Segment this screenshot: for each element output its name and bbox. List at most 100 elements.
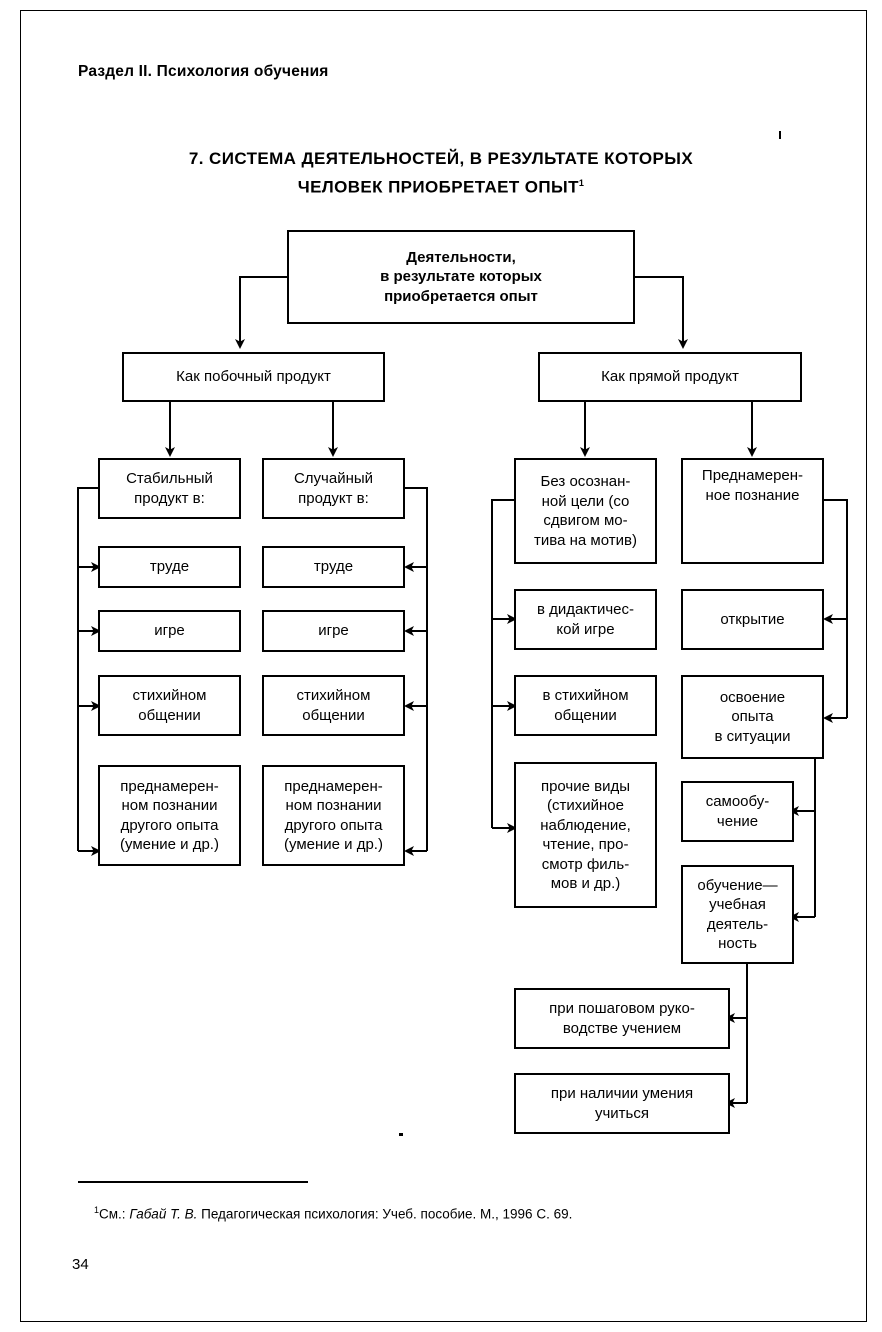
line-1: освоение [719,688,786,706]
line-3: наблюдение, [540,816,631,834]
node-random-igra-label: игре [318,622,349,640]
node-other-kinds-label: прочие виды (стихийное наблюдение, чтени… [532,777,638,894]
line-2: общении [554,706,617,724]
node-random-obshenie[interactable]: стихийном общении [262,675,405,736]
footnote-prefix: См.: [99,1206,130,1222]
node-stable-poznanie[interactable]: преднамерен- ном познании другого опыта … [98,765,241,866]
node-root-label: Деятельности, в результате которых приоб… [372,248,550,307]
margin-tick-top [779,131,781,139]
line-2: общении [138,706,201,724]
line-1: Без осознан- [540,473,631,490]
line-2: учиться [594,1104,649,1122]
line-2: опыта [731,708,774,726]
footnote-rest: Педагогическая психология: Учеб. пособие… [197,1206,573,1222]
node-stable-trud-label: труде [149,558,190,576]
node-direct-product-label: Как прямой продукт [601,368,739,386]
node-random-trud[interactable]: труде [262,546,405,588]
line-1: стихийном [132,687,207,704]
line-2: кой игре [556,620,615,638]
node-stable-product-head[interactable]: Стабильный продукт в: [98,458,241,519]
node-random-product-head-label: Случайный продукт в: [286,469,381,508]
margin-tick-bottom [399,1133,403,1136]
node-random-igra[interactable]: игре [262,610,405,652]
node-root-line-1: Деятельности, [406,248,516,266]
line-2: водстве учением [562,1019,682,1037]
node-spontaneous-communication-label: в стихийном общении [534,686,636,725]
node-root-line-2: в результате которых [380,268,542,286]
node-root-line-3: приобретается опыт [384,287,538,305]
line-1: Преднамерен- [701,467,804,484]
line-2: продукт в: [134,489,205,507]
node-didactic-game[interactable]: в дидактичес- кой игре [514,589,657,650]
node-step-by-step-guidance[interactable]: при пошаговом руко- водстве учением [514,988,730,1049]
node-random-product-head[interactable]: Случайный продукт в: [262,458,405,519]
node-didactic-game-label: в дидактичес- кой игре [529,600,642,639]
node-direct-product[interactable]: Как прямой продукт [538,352,802,402]
node-root[interactable]: Деятельности, в результате которых приоб… [287,230,635,324]
node-experience-mastery-label: освоение опыта в ситуации [706,688,798,747]
line-1: обучение— [697,876,778,894]
node-intentional-cognition-head-label: Преднамерен- ное познание [694,460,811,505]
line-2: общении [302,706,365,724]
page-number: 34 [72,1256,89,1273]
page-frame-right [866,10,867,1322]
line-5: смотр филь- [541,855,630,873]
line-4: (умение и др.) [120,836,219,853]
node-stable-trud[interactable]: труде [98,546,241,588]
line-3: в ситуации [714,727,791,745]
node-stable-obshenie-label: стихийном общении [125,686,215,725]
node-side-product-label: Как побочный продукт [176,368,331,386]
line-1: самообу- [705,793,770,810]
line-3: другого опыта [120,816,219,834]
node-stable-obshenie[interactable]: стихийном общении [98,675,241,736]
node-intentional-cognition-head[interactable]: Преднамерен- ное познание [681,458,824,564]
line-4: чтение, про- [542,836,629,853]
page-title-line-2: ЧЕЛОВЕК ПРИОБРЕТАЕТ ОПЫТ1 [0,171,882,200]
line-3: деятель- [706,915,769,933]
node-random-obshenie-label: стихийном общении [289,686,379,725]
node-without-goal-head[interactable]: Без осознан- ной цели (со сдвигом мо- ти… [514,458,657,564]
node-learning-activity-label: обучение— учебная деятель- ность [689,876,785,954]
node-side-product[interactable]: Как побочный продукт [122,352,385,402]
line-1: Стабильный [126,470,213,487]
line-3: сдвигом мо- [543,512,628,529]
line-6: мов и др.) [550,875,621,892]
footnote: 1См.: Габай Т. В. Педагогическая психоло… [94,1205,572,1222]
page-title-line-2-text: ЧЕЛОВЕК ПРИОБРЕТАЕТ ОПЫТ [297,177,579,197]
line-1: в дидактичес- [537,601,634,618]
line-2: ном познании [285,797,382,814]
node-stable-igra-label: игре [154,622,185,640]
node-step-by-step-guidance-label: при пошаговом руко- водстве учением [541,999,703,1038]
line-4: ность [718,935,757,952]
page-title-line-1: 7. СИСТЕМА ДЕЯТЕЛЬНОСТЕЙ, В РЕЗУЛЬТАТЕ К… [188,149,694,168]
node-discovery[interactable]: открытие [681,589,824,650]
line-4: тива на мотив) [534,531,637,549]
line-2: (стихийное [547,797,624,814]
node-random-poznanie[interactable]: преднамерен- ном познании другого опыта … [262,765,405,866]
line-1: Случайный [293,470,374,487]
node-self-teaching[interactable]: самообу- чение [681,781,794,842]
line-1: в стихийном [542,687,629,704]
node-learning-activity[interactable]: обучение— учебная деятель- ность [681,865,794,964]
line-1: преднамерен- [120,777,219,795]
node-discovery-label: открытие [720,610,785,628]
node-stable-igra[interactable]: игре [98,610,241,652]
footnote-rule [78,1181,308,1183]
line-1: прочие виды [540,777,631,795]
line-4: (умение и др.) [284,836,383,853]
node-stable-poznanie-label: преднамерен- ном познании другого опыта … [112,777,227,855]
node-spontaneous-communication[interactable]: в стихийном общении [514,675,657,736]
page-frame-top [20,10,866,11]
page-frame-left [20,10,21,1322]
node-random-trud-label: труде [313,558,354,576]
node-experience-mastery[interactable]: освоение опыта в ситуации [681,675,824,759]
node-other-kinds[interactable]: прочие виды (стихийное наблюдение, чтени… [514,762,657,908]
line-1: при пошаговом руко- [549,1000,695,1017]
footnote-author: Габай Т. В. [129,1206,198,1222]
page-title: 7. СИСТЕМА ДЕЯТЕЛЬНОСТЕЙ, В РЕЗУЛЬТАТЕ К… [0,146,882,200]
line-2: ное познание [705,486,800,504]
node-stable-product-head-label: Стабильный продукт в: [118,469,221,508]
node-ability-to-learn[interactable]: при наличии умения учиться [514,1073,730,1134]
